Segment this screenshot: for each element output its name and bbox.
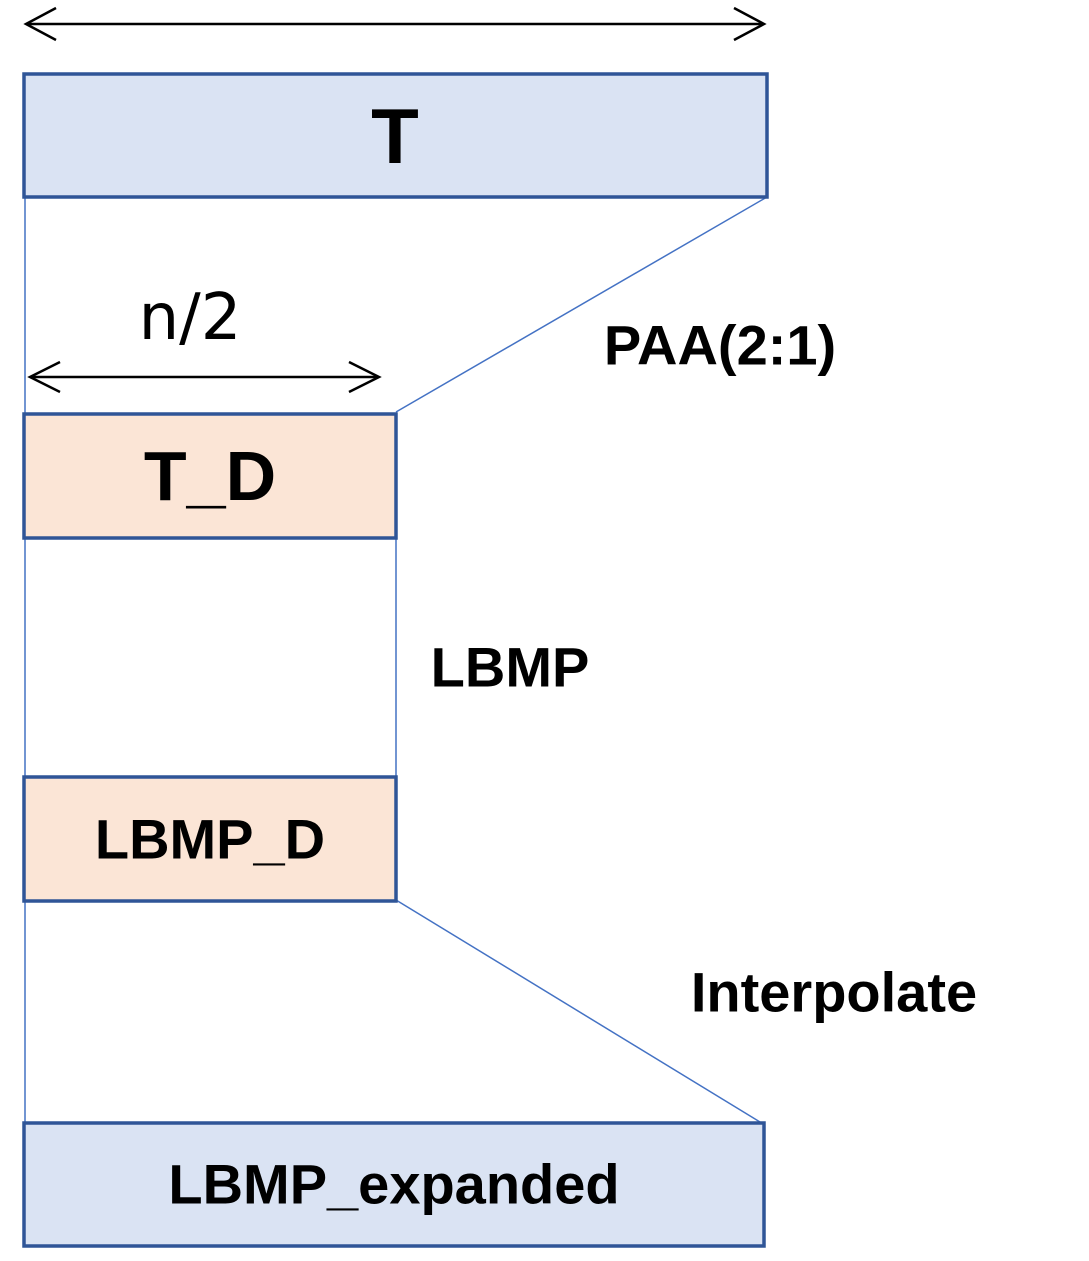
- paa-edge-label: PAA(2:1): [604, 314, 836, 377]
- box-lbmp-expanded-label: LBMP_expanded: [168, 1153, 619, 1216]
- connector-lines: [24, 196, 768, 1123]
- box-t-d-label: T_D: [144, 437, 276, 515]
- box-t: T: [22, 72, 769, 199]
- half-width-dimension: n/2: [27, 281, 382, 394]
- box-lbmp-d: LBMP_D: [22, 775, 398, 903]
- box-t-d: T_D: [22, 412, 398, 540]
- interpolate-edge-label: Interpolate: [691, 961, 977, 1024]
- lbmp-edge-label: LBMP: [431, 636, 590, 699]
- box-lbmp-expanded: LBMP_expanded: [22, 1121, 766, 1248]
- half-width-dimension-arrow: [27, 360, 382, 394]
- box-lbmp-d-label: LBMP_D: [95, 808, 325, 871]
- paa-connector-line: [395, 196, 768, 413]
- half-width-label: n/2: [139, 281, 242, 355]
- full-width-dimension-arrow: [23, 6, 767, 42]
- box-t-label: T: [371, 92, 419, 180]
- interpolate-connector-line: [395, 899, 761, 1123]
